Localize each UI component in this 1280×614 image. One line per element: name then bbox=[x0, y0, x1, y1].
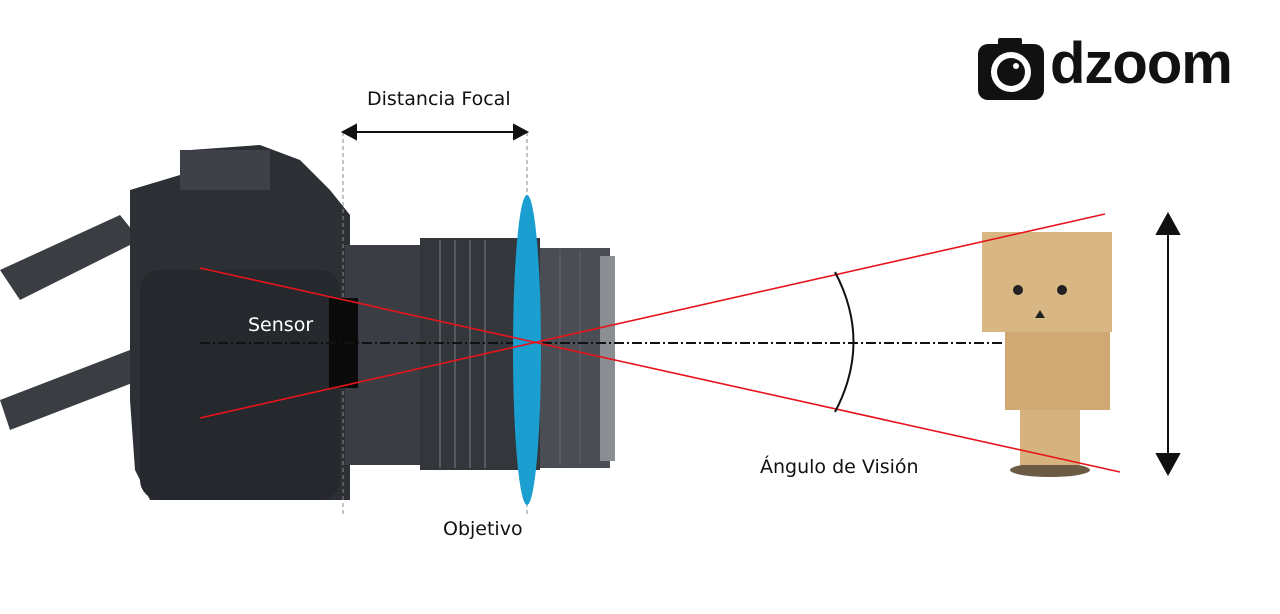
ray-top bbox=[199, 267, 1121, 473]
camera-logo-icon bbox=[978, 38, 1044, 100]
focal-distance-label: Distancia Focal bbox=[367, 88, 511, 110]
camera-lens-barrel bbox=[345, 238, 615, 470]
logo-text: dzoom bbox=[1050, 31, 1233, 96]
subject-height-arrow bbox=[1155, 211, 1181, 477]
sensor-label: Sensor bbox=[248, 314, 314, 336]
focal-distance-arrow bbox=[340, 123, 530, 141]
angle-arc bbox=[834, 271, 855, 413]
camera-body bbox=[130, 145, 350, 500]
lens-label: Objetivo bbox=[443, 518, 523, 540]
camera-strap bbox=[0, 215, 140, 430]
lens-element bbox=[513, 195, 541, 505]
ray-bottom bbox=[199, 213, 1106, 419]
angle-of-view-label: Ángulo de Visión bbox=[760, 456, 919, 478]
box-figure bbox=[982, 232, 1112, 477]
